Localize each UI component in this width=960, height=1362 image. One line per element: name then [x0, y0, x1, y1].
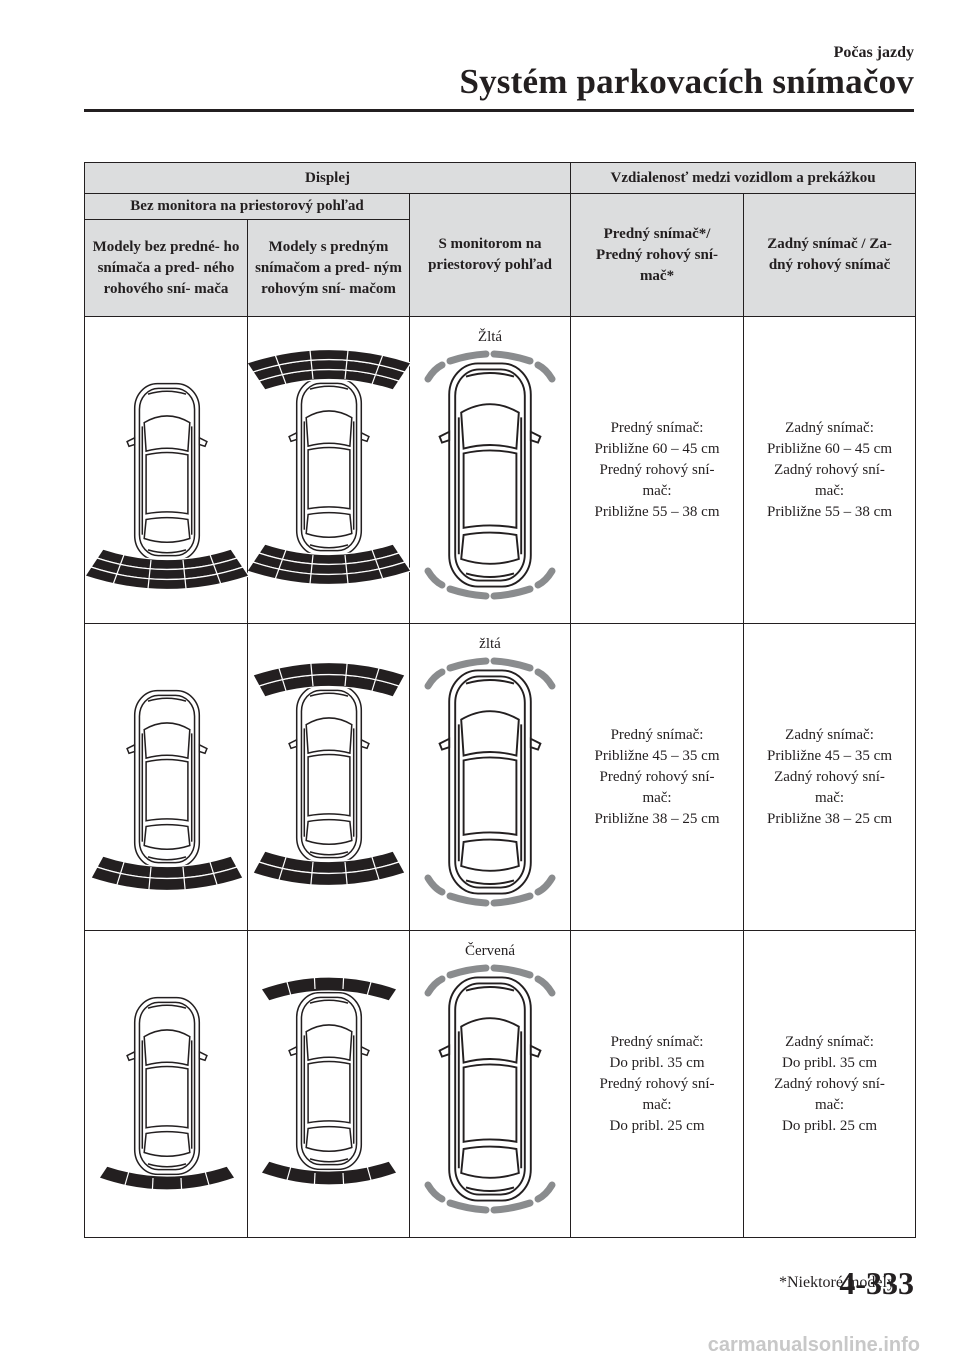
car-rear-sensors-icon	[90, 689, 244, 900]
monitor-color-label: žltá	[479, 636, 501, 652]
front-corner-label: Predný rohový sní-	[599, 1075, 715, 1092]
front-label: Predný snímač:	[610, 1033, 704, 1050]
front-value: Do pribl. 35 cm	[609, 1054, 705, 1071]
front-corner-label-cont: mač:	[642, 1096, 672, 1113]
rear-corner-label-cont: mač:	[814, 482, 845, 499]
car-front-rear-sensors-icon	[260, 968, 398, 1194]
display-monitor-cell: Červená	[408, 930, 572, 1238]
car-monitor-view-icon	[410, 349, 571, 619]
rear-corner-label: Zadný rohový sní-	[774, 461, 885, 478]
rear-distance-cell: Zadný snímač: Do pribl. 35 cm Zadný roho…	[743, 930, 917, 1238]
front-value: Približne 45 – 35 cm	[594, 747, 720, 764]
front-distance-text: Predný snímač: Približne 60 – 45 cm Pred…	[571, 418, 743, 523]
rear-label: Zadný snímač:	[785, 726, 874, 743]
rear-corner-value: Približne 38 – 25 cm	[767, 810, 893, 827]
car-monitor-view-icon	[410, 656, 571, 926]
front-corner-value: Približne 38 – 25 cm	[594, 810, 720, 827]
table-row: žltá Predný snímač: Približne 45 – 35 cm…	[84, 623, 917, 931]
rear-value: Približne 60 – 45 cm	[767, 440, 893, 457]
front-distance-cell: Predný snímač: Približne 60 – 45 cm Pred…	[570, 316, 745, 624]
rear-corner-value: Približne 55 – 38 cm	[767, 503, 893, 520]
front-corner-label-cont: mač:	[642, 482, 672, 499]
rear-label: Zadný snímač:	[785, 1033, 874, 1050]
front-label: Predný snímač:	[610, 726, 704, 743]
rear-corner-label-cont: mač:	[814, 1096, 845, 1113]
front-corner-label: Predný rohový sní-	[599, 768, 715, 785]
display-no-front-cell	[84, 316, 248, 624]
sensor-distance-table: Displej Vzdialenosť medzi vozidlom a pre…	[83, 162, 917, 1238]
th-front-sensor-text: Predný snímač*/ Predný rohový sní- mač*	[596, 225, 718, 284]
rear-corner-label-cont: mač:	[814, 789, 845, 806]
front-corner-value: Približne 55 – 38 cm	[594, 503, 720, 520]
front-corner-label-cont: mač:	[642, 789, 672, 806]
monitor-color-label: Červená	[465, 943, 515, 959]
rear-distance-cell: Zadný snímač: Približne 45 – 35 cm Zadný…	[743, 623, 917, 931]
footnote: *Niektoré modely.	[779, 1274, 898, 1291]
th-distance: Vzdialenosť medzi vozidlom a prekážkou	[570, 162, 917, 194]
front-label: Predný snímač:	[610, 419, 704, 436]
page-number: 4-333	[839, 1265, 914, 1301]
th-with-monitor-text: S monitorom na priestorový pohľad	[428, 236, 552, 273]
front-corner-label: Predný rohový sní-	[599, 461, 715, 478]
rear-distance-text: Zadný snímač: Do pribl. 35 cm Zadný roho…	[744, 1032, 915, 1137]
front-distance-text: Predný snímač: Do pribl. 35 cm Predný ro…	[571, 1032, 743, 1137]
front-distance-text: Predný snímač: Približne 45 – 35 cm Pred…	[571, 725, 743, 830]
display-with-front-cell	[247, 316, 410, 624]
watermark: carmanualsonline.info	[707, 1334, 920, 1356]
th-no-monitor: Bez monitora na priestorový pohľad	[84, 193, 410, 220]
display-monitor-cell: Žltá	[408, 316, 572, 624]
car-rear-sensors-icon	[98, 996, 236, 1199]
th-models-without-front: Modely bez predné- ho snímača a pred- né…	[84, 219, 248, 317]
rear-value: Do pribl. 35 cm	[782, 1054, 878, 1071]
th-models-without-front-text: Modely bez predné- ho snímača a pred- né…	[92, 238, 240, 297]
display-no-front-cell	[84, 930, 248, 1238]
header-divider	[84, 109, 914, 112]
table-row: Červená Predný snímač: Do pribl. 35 cm P…	[84, 930, 917, 1238]
rear-distance-text: Zadný snímač: Približne 45 – 35 cm Zadný…	[744, 725, 915, 830]
display-no-front-cell	[84, 623, 248, 931]
rear-value: Približne 45 – 35 cm	[767, 747, 893, 764]
display-monitor-cell: žltá	[408, 623, 572, 931]
rear-corner-label: Zadný rohový sní-	[774, 768, 885, 785]
th-models-with-front-text: Modely s predným snímačom a pred- ným ro…	[255, 238, 402, 297]
front-distance-cell: Predný snímač: Do pribl. 35 cm Predný ro…	[570, 930, 745, 1238]
th-front-sensor: Predný snímač*/ Predný rohový sní- mač*	[570, 193, 745, 317]
car-front-rear-sensors-icon	[248, 340, 410, 594]
display-with-front-cell	[247, 623, 410, 931]
th-rear-sensor-text: Zadný snímač / Za- dný rohový snímač	[767, 236, 892, 273]
rear-corner-label: Zadný rohový sní-	[774, 1075, 885, 1092]
rear-label: Zadný snímač:	[785, 419, 874, 436]
monitor-color-label: Žltá	[477, 329, 503, 345]
front-corner-value: Do pribl. 25 cm	[609, 1117, 705, 1134]
car-front-rear-sensors-icon	[252, 653, 406, 895]
table-row: Žltá Predný snímač: Približne 60 – 45 cm…	[84, 316, 917, 624]
rear-corner-value: Do pribl. 25 cm	[782, 1117, 878, 1134]
front-distance-cell: Predný snímač: Približne 45 – 35 cm Pred…	[570, 623, 745, 931]
header-section: Počas jazdy	[833, 44, 914, 61]
car-monitor-view-icon	[410, 963, 571, 1233]
car-rear-sensors-icon	[85, 382, 248, 599]
rear-distance-cell: Zadný snímač: Približne 60 – 45 cm Zadný…	[743, 316, 917, 624]
page-title: Systém parkovacích snímačov	[459, 62, 914, 101]
th-display: Displej	[83, 162, 572, 194]
th-rear-sensor: Zadný snímač / Za- dný rohový snímač	[743, 193, 917, 317]
rear-distance-text: Zadný snímač: Približne 60 – 45 cm Zadný…	[744, 418, 915, 523]
front-value: Približne 60 – 45 cm	[594, 440, 720, 457]
display-with-front-cell	[247, 930, 410, 1238]
th-with-monitor: S monitorom na priestorový pohľad	[408, 193, 572, 317]
th-models-with-front: Modely s predným snímačom a pred- ným ro…	[247, 219, 410, 317]
